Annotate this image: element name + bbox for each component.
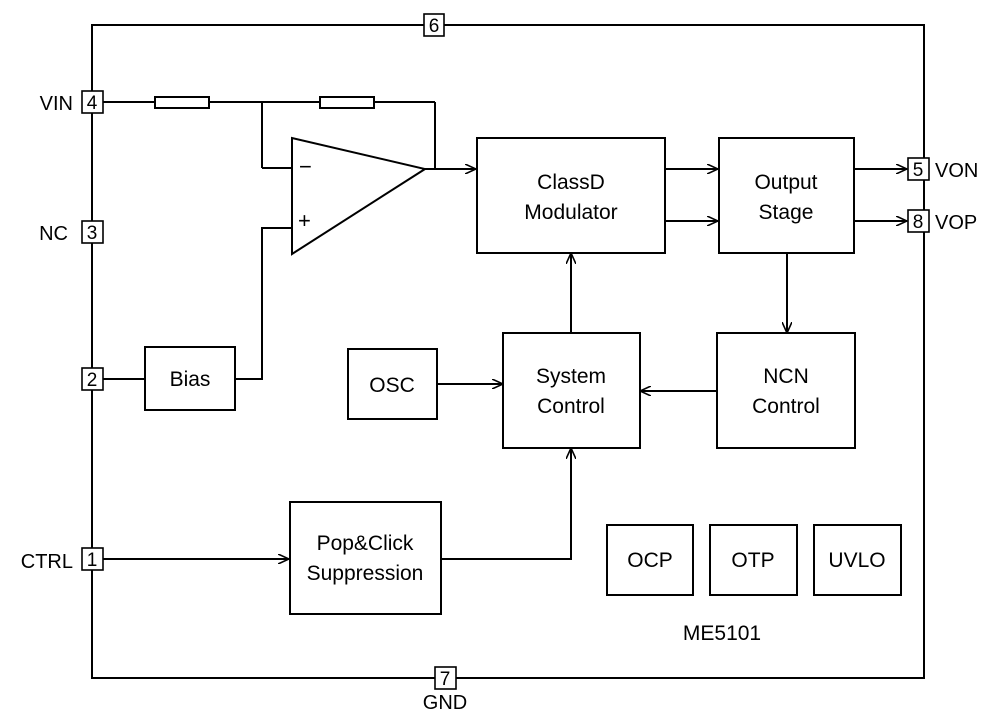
system-control-label-line1: System <box>536 365 606 388</box>
pop-click-label-line1: Pop&Click <box>317 532 414 555</box>
ocp-block: OCP <box>606 524 694 596</box>
ocp-label: OCP <box>627 549 673 572</box>
pin-4: 4 VIN <box>40 90 104 115</box>
pin-3-number: 3 <box>87 223 98 244</box>
pin-8-name: VOP <box>935 212 977 234</box>
pin-1: 1 CTRL <box>21 547 104 573</box>
pin-3: 3 NC <box>39 220 104 245</box>
pin-5: 5 VON <box>907 157 978 182</box>
pin-1-number: 1 <box>87 550 98 571</box>
ncn-control-label-line1: NCN <box>763 365 809 388</box>
pin-7: 7 GND <box>423 666 467 714</box>
pin-8: 8 VOP <box>907 209 977 234</box>
feedback-resistor <box>319 96 375 109</box>
pin-6-number: 6 <box>429 16 440 37</box>
uvlo-block: UVLO <box>813 524 902 596</box>
pin-7-name: GND <box>423 692 467 714</box>
pin-4-name: VIN <box>40 93 73 115</box>
pop-click-label-line2: Suppression <box>307 562 424 585</box>
classd-modulator-block: ClassD Modulator <box>476 137 666 254</box>
part-number-label: ME5101 <box>683 622 761 645</box>
pin-8-number: 8 <box>913 212 924 233</box>
bias-wiring <box>103 227 292 380</box>
osc-block: OSC <box>347 348 438 420</box>
output-stage-block: Output Stage <box>718 137 855 254</box>
input-network <box>103 96 436 169</box>
popclick-to-control-arrow <box>441 448 571 560</box>
classd-label-line2: Modulator <box>524 201 617 224</box>
osc-label: OSC <box>369 374 415 397</box>
pin-3-name: NC <box>39 223 68 245</box>
pin-2: 2 <box>81 367 104 391</box>
system-control-label-line2: Control <box>537 395 605 418</box>
ncn-control-block: NCN Control <box>716 332 856 449</box>
pin-2-number: 2 <box>87 370 98 391</box>
classd-label-line1: ClassD <box>537 171 605 194</box>
pin-6: 6 <box>423 13 445 37</box>
ncn-control-label-line2: Control <box>752 395 820 418</box>
pin-1-name: CTRL <box>21 551 73 573</box>
chip-outline <box>91 24 925 679</box>
op-amp: − + <box>291 136 428 256</box>
pin-5-number: 5 <box>913 160 924 181</box>
bias-label: Bias <box>170 368 211 391</box>
pin-7-number: 7 <box>440 669 451 690</box>
bias-block: Bias <box>144 346 236 411</box>
opamp-minus-sign: − <box>299 154 312 179</box>
otp-block: OTP <box>709 524 798 596</box>
pop-click-suppression-block: Pop&Click Suppression <box>289 501 442 615</box>
output-stage-label-line2: Stage <box>759 201 814 224</box>
output-stage-label-line1: Output <box>754 171 817 194</box>
system-control-block: System Control <box>502 332 641 449</box>
opamp-plus-sign: + <box>298 208 311 233</box>
uvlo-label: UVLO <box>828 549 885 572</box>
input-resistor <box>154 96 210 109</box>
pin-5-name: VON <box>935 160 978 182</box>
pin-4-number: 4 <box>87 93 98 114</box>
otp-label: OTP <box>731 549 774 572</box>
